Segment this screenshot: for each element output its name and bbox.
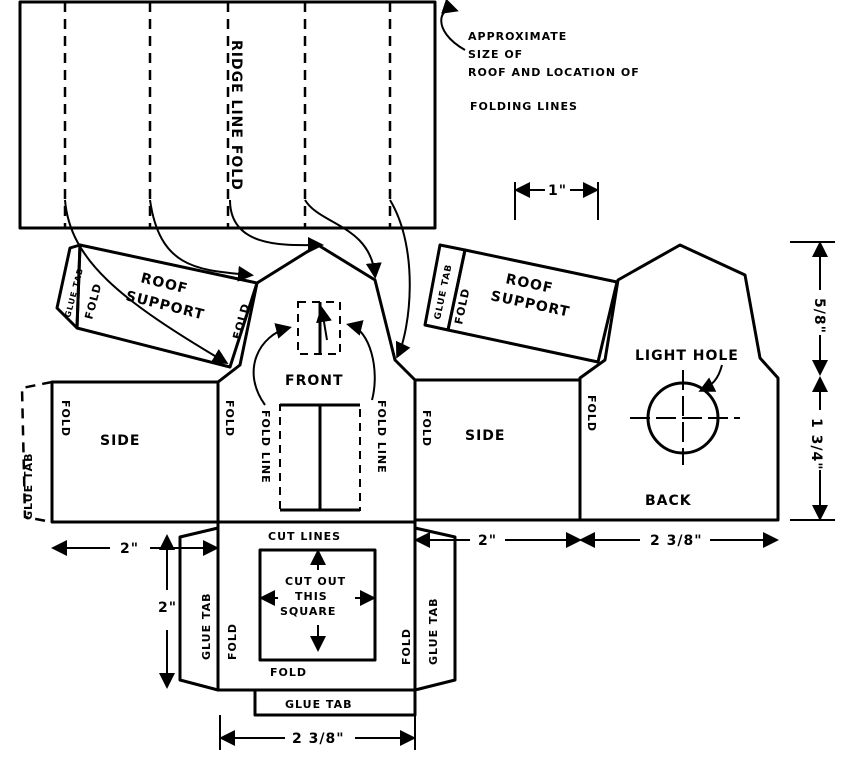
svg-text:1": 1" bbox=[548, 183, 567, 199]
roof-fold-arrows bbox=[64, 199, 411, 365]
svg-text:SIDE: SIDE bbox=[465, 428, 505, 444]
svg-text:FOLD: FOLD bbox=[400, 628, 413, 665]
svg-text:FRONT: FRONT bbox=[285, 373, 344, 389]
svg-text:FOLD: FOLD bbox=[59, 400, 72, 437]
base-panel: CUT LINES CUT OUT THIS SQUARE FOLD GLUE … bbox=[178, 520, 457, 717]
svg-text:SUPPORT: SUPPORT bbox=[489, 288, 571, 320]
roof-panel: RIDGE LINE FOLD bbox=[18, 0, 437, 230]
scale-bar: 1" bbox=[514, 182, 599, 220]
svg-text:FOLD LINE: FOLD LINE bbox=[375, 400, 388, 474]
svg-text:SIZE OF: SIZE OF bbox=[468, 48, 523, 61]
side-left-panel: SIDE GLUE TAB FOLD FOLD bbox=[20, 380, 236, 524]
front-panel: FRONT FOLD FOLD LINE FOLD LINE bbox=[216, 243, 417, 524]
svg-text:2": 2" bbox=[158, 600, 177, 616]
svg-text:FOLD: FOLD bbox=[270, 666, 307, 679]
roof-note: APPROXIMATE SIZE OF ROOF AND LOCATION OF… bbox=[440, 0, 640, 113]
roof-support-right: ROOF SUPPORT FOLD GLUE TAB bbox=[423, 243, 619, 364]
svg-text:GLUE TAB: GLUE TAB bbox=[22, 453, 35, 520]
roof-support-left: ROOF SUPPORT FOLD GLUE TAB bbox=[55, 243, 259, 369]
svg-text:SUPPORT: SUPPORT bbox=[124, 288, 206, 323]
svg-text:APPROXIMATE: APPROXIMATE bbox=[468, 30, 567, 43]
ridge-line-label: RIDGE LINE FOLD bbox=[228, 40, 244, 191]
back-panel: LIGHT HOLE BACK bbox=[578, 243, 780, 522]
light-hole-label: LIGHT HOLE bbox=[635, 348, 739, 364]
svg-text:2 3/8": 2 3/8" bbox=[650, 533, 703, 549]
svg-text:FOLDING LINES: FOLDING LINES bbox=[470, 100, 578, 113]
svg-text:2 3/8": 2 3/8" bbox=[292, 731, 345, 747]
svg-text:THIS: THIS bbox=[295, 590, 328, 603]
svg-text:FOLD: FOLD bbox=[585, 395, 598, 432]
svg-text:GLUE TAB: GLUE TAB bbox=[427, 598, 440, 665]
svg-text:SIDE: SIDE bbox=[100, 433, 140, 449]
svg-text:2": 2" bbox=[478, 533, 497, 549]
svg-text:2": 2" bbox=[120, 541, 139, 557]
svg-text:FOLD: FOLD bbox=[223, 400, 236, 437]
svg-text:FOLD: FOLD bbox=[82, 282, 104, 321]
svg-text:CUT LINES: CUT LINES bbox=[268, 530, 341, 543]
svg-text:GLUE TAB: GLUE TAB bbox=[63, 267, 85, 319]
svg-text:ROOF AND LOCATION OF: ROOF AND LOCATION OF bbox=[468, 66, 640, 79]
svg-text:FOLD LINE: FOLD LINE bbox=[259, 410, 272, 484]
svg-text:5/8": 5/8" bbox=[811, 298, 827, 334]
svg-text:CUT OUT: CUT OUT bbox=[285, 575, 346, 588]
svg-text:GLUE TAB: GLUE TAB bbox=[285, 698, 352, 711]
svg-text:1 3/4": 1 3/4" bbox=[808, 418, 824, 471]
svg-text:FOLD: FOLD bbox=[226, 623, 239, 660]
svg-text:SQUARE: SQUARE bbox=[280, 605, 336, 618]
svg-text:GLUE TAB: GLUE TAB bbox=[200, 593, 213, 660]
dimensions: 2" 2" 2 3/8" 2" 2 3/8" 5/8" 1 3/4" bbox=[51, 241, 835, 750]
svg-text:BACK: BACK bbox=[645, 493, 692, 509]
svg-text:FOLD: FOLD bbox=[420, 410, 433, 447]
side-right-panel: SIDE FOLD FOLD bbox=[413, 378, 598, 522]
